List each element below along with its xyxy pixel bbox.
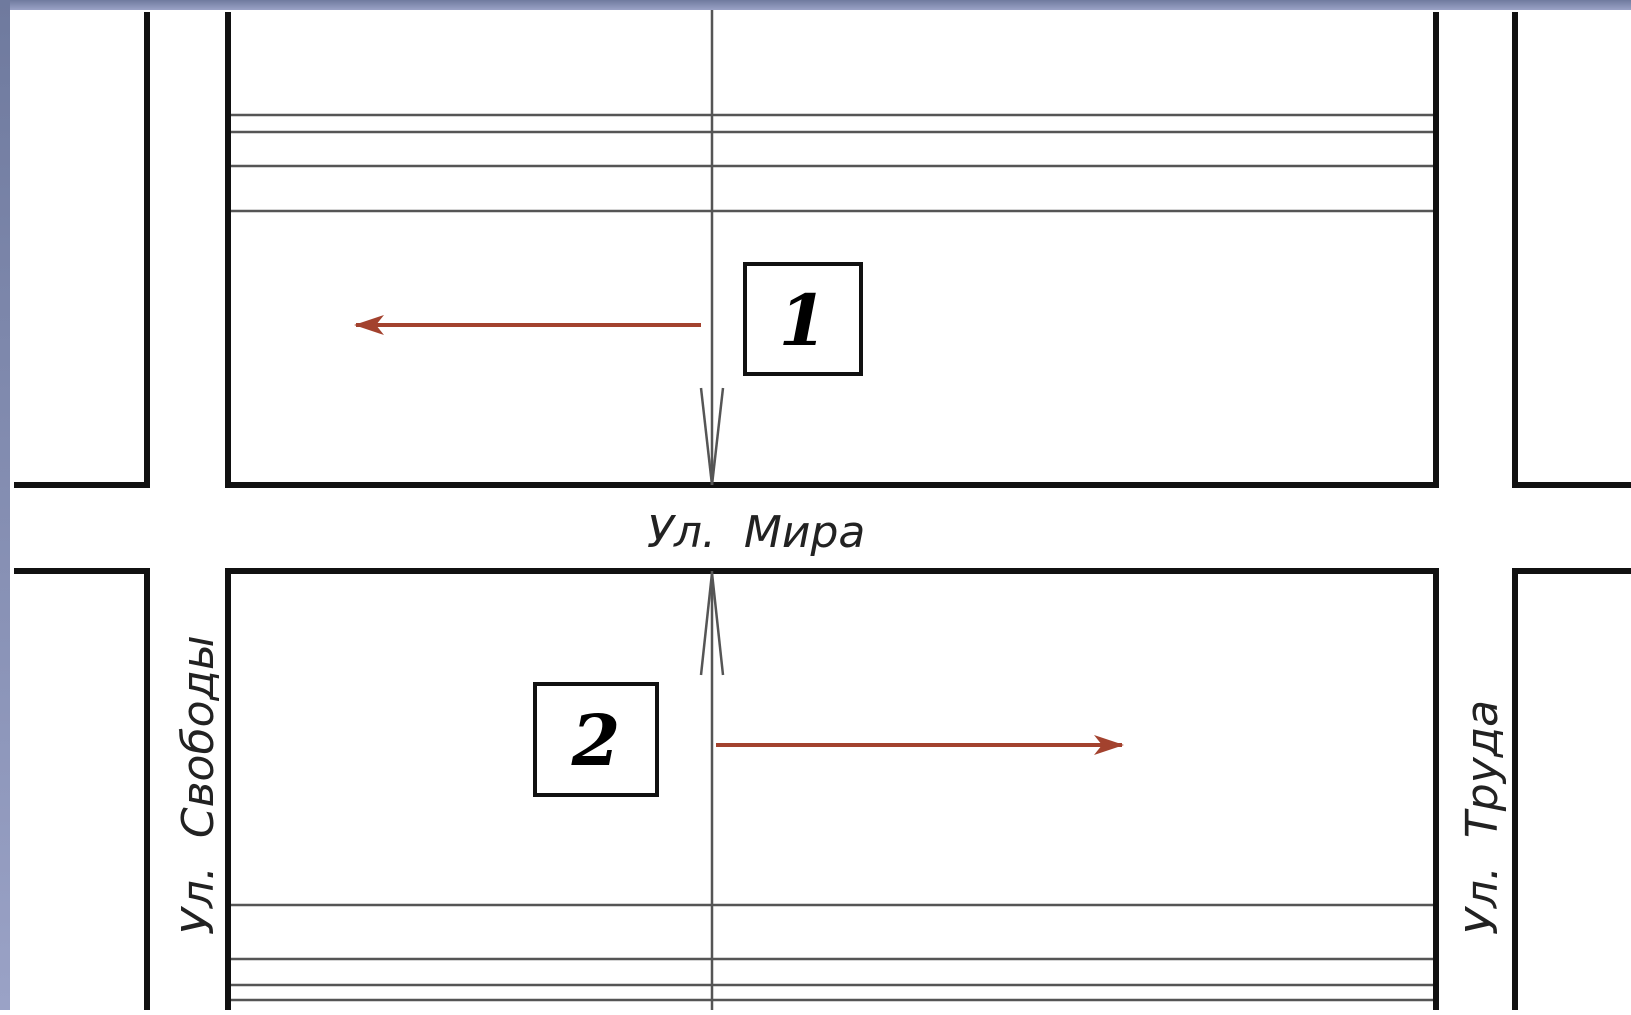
block-left-bottom-outline — [14, 568, 150, 1010]
marker-2: 2 — [533, 682, 659, 797]
section-mark-top — [699, 387, 725, 486]
block-right-top-outline — [1512, 12, 1631, 488]
block-center-top-outline — [225, 12, 1439, 488]
frame-left-bar — [0, 0, 10, 1010]
marker-2-label: 2 — [571, 699, 621, 782]
street-label-truda: Ул. Труда — [1457, 700, 1508, 935]
frame-top-bar — [0, 0, 1631, 10]
marker-1-label: 1 — [779, 279, 828, 362]
section-mark-bottom — [699, 572, 725, 676]
marker-1-box — [743, 262, 863, 376]
marker-1: 1 — [743, 262, 863, 376]
street-label-svobody: Ул. Свободы — [173, 635, 224, 935]
marker-2-box — [533, 682, 659, 797]
lower-block-lines — [231, 903, 1433, 1002]
block-right-bottom-outline — [1512, 568, 1631, 1010]
block-center-bottom-outline — [225, 568, 1439, 1010]
block-left-top-outline — [14, 12, 150, 488]
street-label-mira: Ул. Мира — [647, 507, 865, 558]
upper-block-lines — [231, 113, 1433, 213]
